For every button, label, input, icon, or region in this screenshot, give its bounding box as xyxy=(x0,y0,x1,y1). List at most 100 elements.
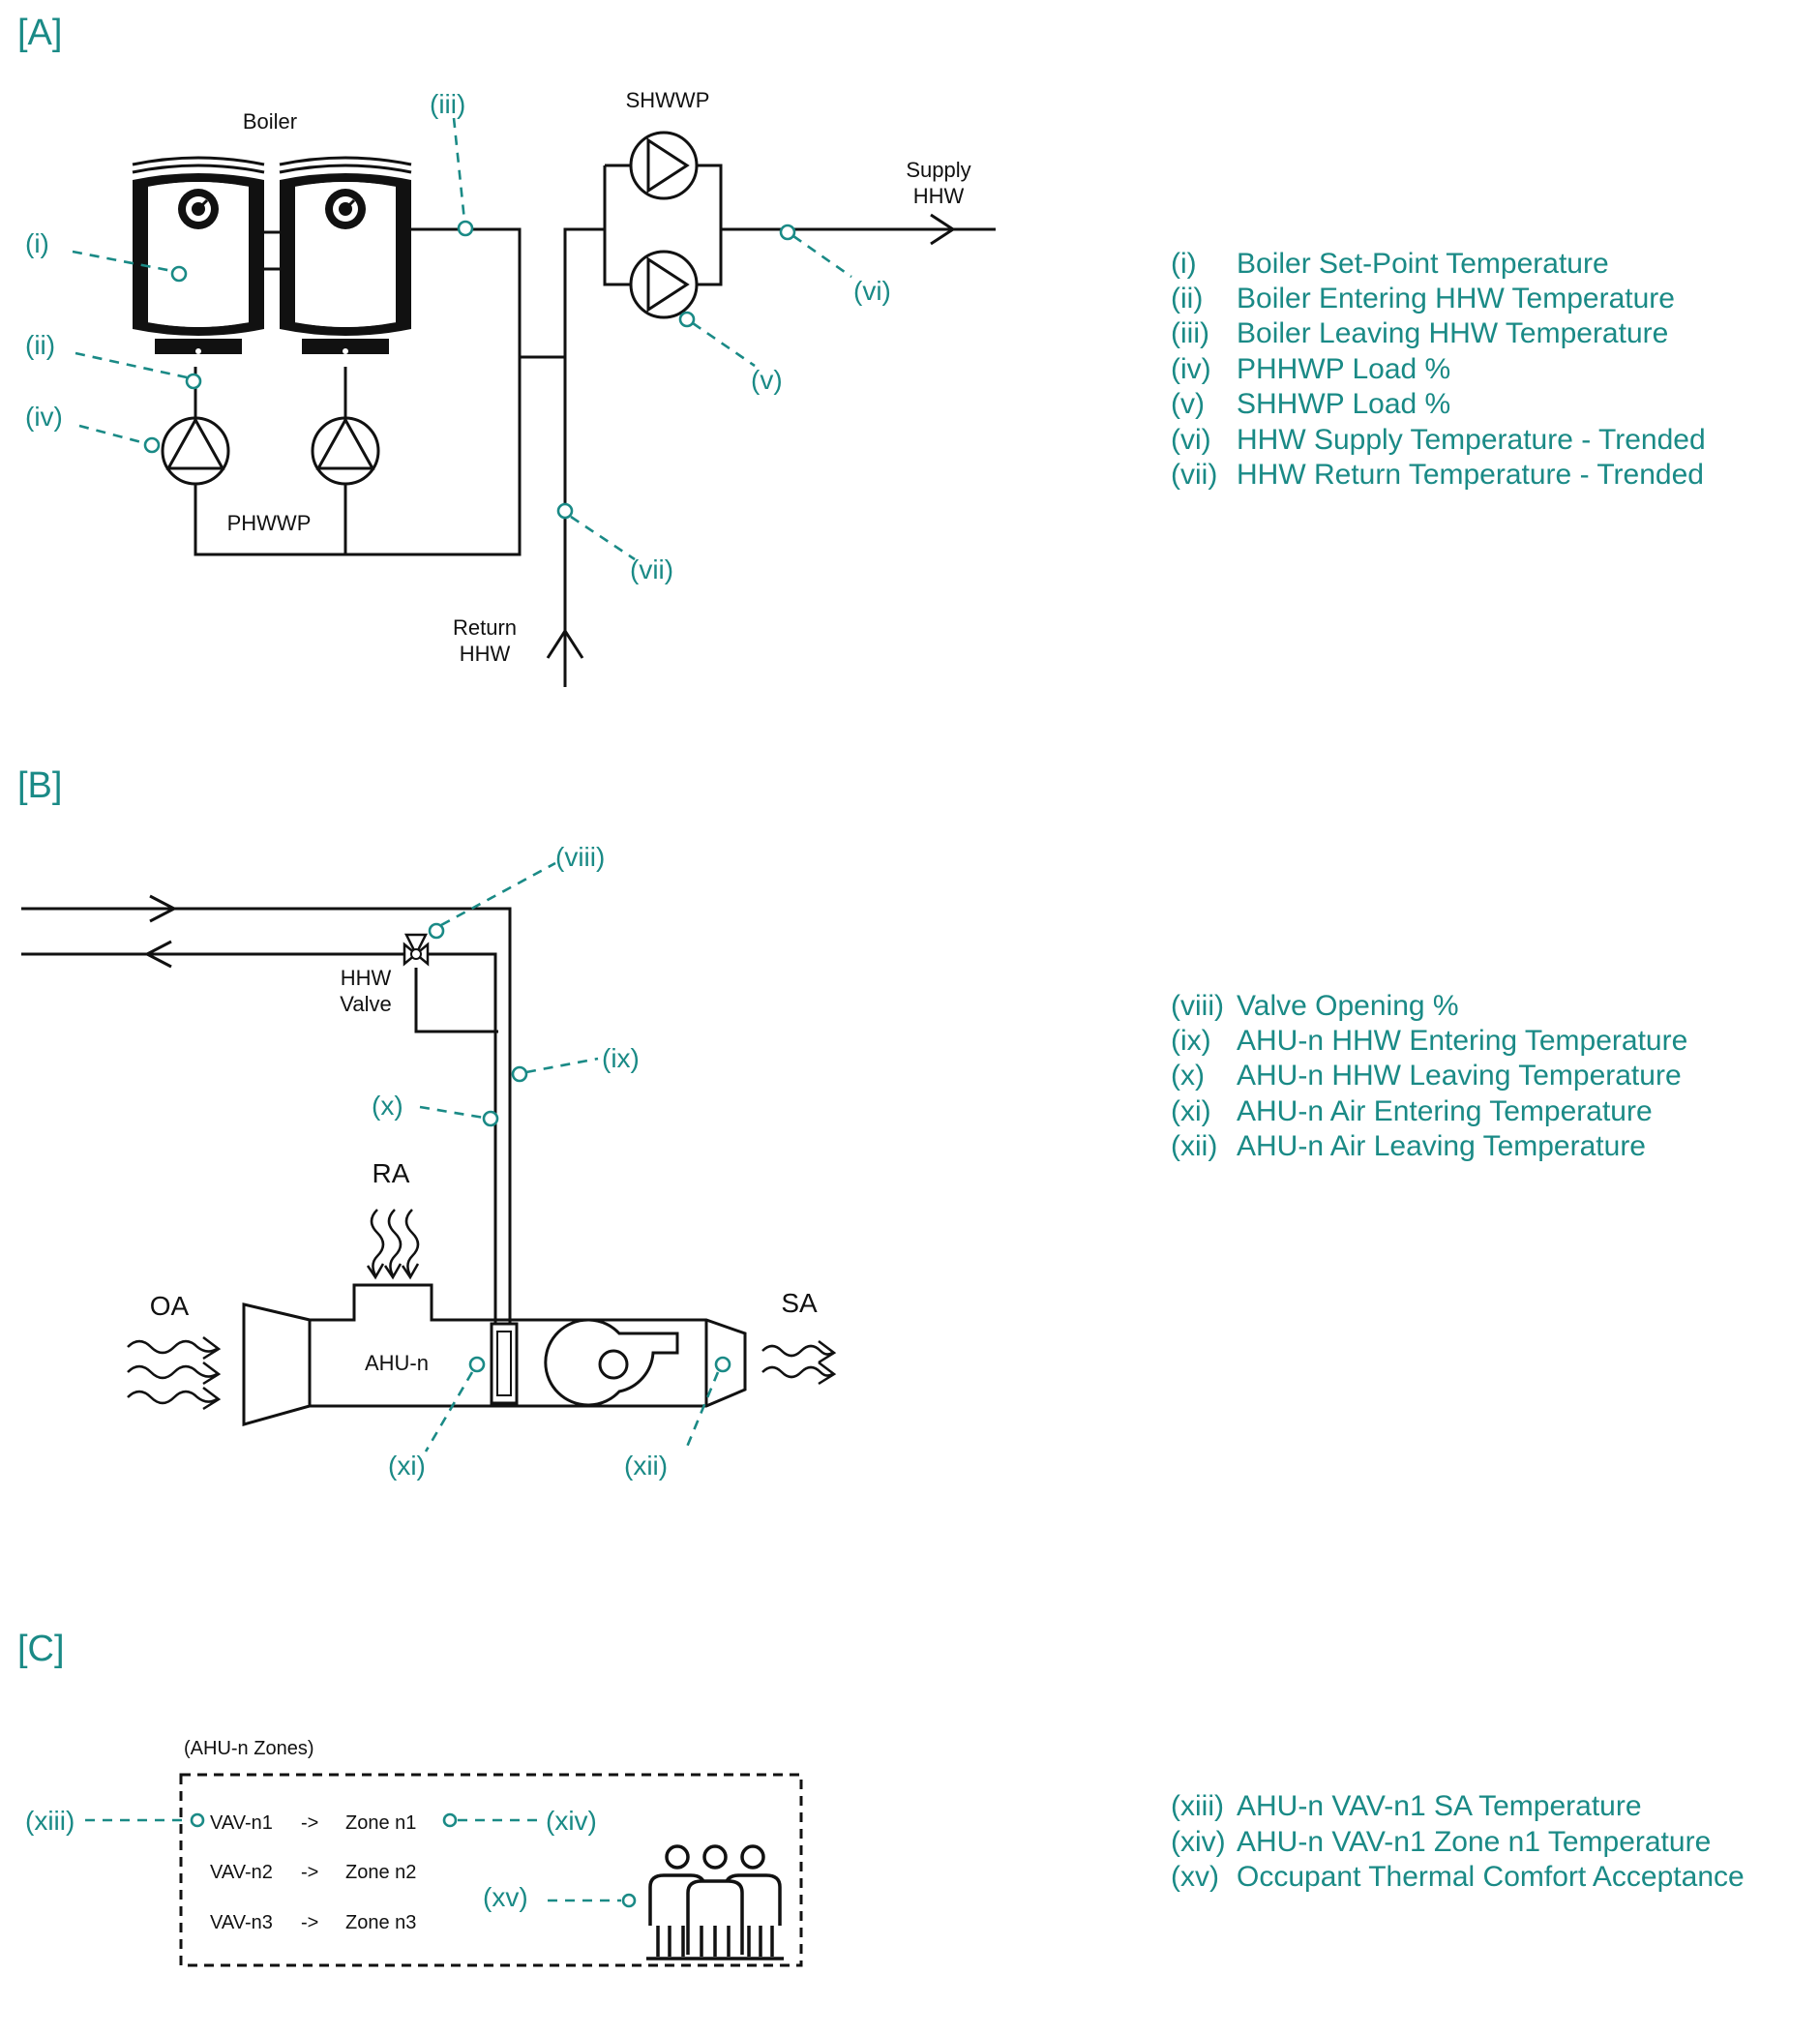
hhw-valve-label-line1: HHW xyxy=(341,966,392,990)
hhw-valve-label-line2: Valve xyxy=(340,992,391,1016)
legend-b-item-1-text: Valve Opening % xyxy=(1237,990,1459,1022)
zone-row-2-arrow: -> xyxy=(301,1862,318,1883)
callout-xi-label: (xi) xyxy=(388,1451,426,1481)
legend-a-item-5-text: SHHWP Load % xyxy=(1237,388,1450,420)
legend-b-item-3-text: AHU-n HHW Leaving Temperature xyxy=(1237,1060,1682,1092)
legend-a-item-1-num: (i) xyxy=(1171,248,1197,280)
hhw-valve-icon xyxy=(403,933,430,967)
callout-iv: (iv) xyxy=(25,402,161,454)
legend-c-item-1-text: AHU-n VAV-n1 SA Temperature xyxy=(1237,1790,1642,1822)
legend-b-item-5-num: (xii) xyxy=(1171,1130,1217,1162)
callout-xiii: (xiii) xyxy=(25,1806,205,1836)
ahu-label: AHU-n xyxy=(365,1351,429,1375)
boiler-gauge-icon-1 xyxy=(178,189,219,229)
callout-xii: (xii) xyxy=(624,1356,731,1481)
zones-title: (AHU-n Zones) xyxy=(184,1738,313,1759)
callout-xii-label: (xii) xyxy=(624,1451,668,1481)
callout-xv-label: (xv) xyxy=(483,1882,528,1912)
section-b-tag: [B] xyxy=(17,765,62,806)
legend-b-item-4-num: (xi) xyxy=(1171,1095,1211,1127)
occupants-icon xyxy=(646,1844,784,1960)
callout-x-label: (x) xyxy=(372,1091,403,1121)
zones-box xyxy=(179,1773,803,1967)
zone-row-1-arrow: -> xyxy=(301,1812,318,1834)
legend-b-item-1-num: (viii) xyxy=(1171,990,1224,1022)
legend-a-item-4-num: (iv) xyxy=(1171,353,1211,385)
boiler-unit-1 xyxy=(132,156,265,354)
section-b: [B] HHW Valve AHU-n RA xyxy=(17,765,837,1481)
legend-c: (xiii) AHU-n VAV-n1 SA Temperature (xiv)… xyxy=(1171,1790,1745,1893)
callout-xv: (xv) xyxy=(483,1882,637,1912)
legend-a-item-4-text: PHHWP Load % xyxy=(1237,353,1450,385)
secondary-pump-icon-1 xyxy=(629,131,699,200)
primary-pump-icon-2 xyxy=(311,416,380,486)
section-a-tag: [A] xyxy=(17,13,62,53)
primary-pump-icon-1 xyxy=(161,416,230,486)
callout-vi-label: (vi) xyxy=(853,276,891,306)
legend-c-item-2-text: AHU-n VAV-n1 Zone n1 Temperature xyxy=(1237,1826,1711,1858)
boiler-label: Boiler xyxy=(243,109,297,134)
legend-b-item-4-text: AHU-n Air Entering Temperature xyxy=(1237,1095,1653,1127)
legend-c-item-3-text: Occupant Thermal Comfort Acceptance xyxy=(1237,1861,1745,1893)
callout-i: (i) xyxy=(25,228,188,283)
callout-ii-label: (ii) xyxy=(25,330,55,360)
callout-viii-label: (viii) xyxy=(555,842,605,872)
oa-label: OA xyxy=(150,1291,190,1321)
zone-row-2-zone: Zone n2 xyxy=(345,1862,416,1883)
callout-iii-label: (iii) xyxy=(430,89,465,119)
legend-b-item-3-num: (x) xyxy=(1171,1060,1205,1092)
supply-air-arrows-icon xyxy=(761,1340,837,1386)
legend-a: (i) Boiler Set-Point Temperature (ii) Bo… xyxy=(1171,248,1706,491)
shwwp-label: SHWWP xyxy=(626,88,710,112)
return-air-arrows-icon xyxy=(366,1209,420,1280)
legend-b: (viii) Valve Opening % (ix) AHU-n HHW En… xyxy=(1171,990,1687,1162)
callout-vi: (vi) xyxy=(779,224,891,306)
return-hhw-label-line2: HHW xyxy=(460,642,511,666)
legend-c-item-3-num: (xv) xyxy=(1171,1861,1219,1893)
legend-a-item-2-text: Boiler Entering HHW Temperature xyxy=(1237,283,1675,314)
legend-c-item-1-num: (xiii) xyxy=(1171,1790,1224,1822)
callout-viii: (viii) xyxy=(428,842,605,940)
callout-ix: (ix) xyxy=(511,1043,640,1083)
outside-air-arrows-icon xyxy=(127,1336,222,1411)
callout-i-label: (i) xyxy=(25,228,49,258)
zone-row-1-zone: Zone n1 xyxy=(345,1812,416,1834)
callout-vii: (vii) xyxy=(556,502,673,584)
section-a: [A] xyxy=(17,13,996,687)
legend-a-item-6-num: (vi) xyxy=(1171,424,1211,456)
sa-label: SA xyxy=(781,1288,818,1318)
supply-hhw-label-line1: Supply xyxy=(906,158,970,182)
boiler-unit-2 xyxy=(279,156,412,354)
legend-a-item-5-num: (v) xyxy=(1171,388,1205,420)
callout-xi: (xi) xyxy=(388,1356,486,1481)
callout-v: (v) xyxy=(678,311,783,395)
zone-row-3-zone: Zone n3 xyxy=(345,1912,416,1933)
ra-label: RA xyxy=(373,1158,410,1188)
secondary-pump-icon-2 xyxy=(629,250,699,319)
legend-a-item-3-text: Boiler Leaving HHW Temperature xyxy=(1237,317,1668,349)
legend-a-item-7-text: HHW Return Temperature - Trended xyxy=(1237,459,1704,491)
legend-a-item-6-text: HHW Supply Temperature - Trended xyxy=(1237,424,1706,456)
callout-xiv-label: (xiv) xyxy=(546,1806,597,1836)
section-c: [C] (AHU-n Zones) VAV-n1 -> Zone n1 VAV-… xyxy=(17,1629,803,1967)
callout-x: (x) xyxy=(372,1091,499,1127)
legend-a-item-3-num: (iii) xyxy=(1171,317,1209,349)
callout-v-label: (v) xyxy=(751,365,783,395)
return-hhw-label-line1: Return xyxy=(453,615,517,640)
legend-b-item-2-text: AHU-n HHW Entering Temperature xyxy=(1237,1025,1687,1057)
callout-xiv: (xiv) xyxy=(442,1806,597,1836)
zone-row-3-arrow: -> xyxy=(301,1912,318,1933)
legend-a-item-7-num: (vii) xyxy=(1171,459,1217,491)
zone-row-3-vav: VAV-n3 xyxy=(210,1912,273,1933)
phwwp-label: PHWWP xyxy=(227,511,312,535)
callout-iv-label: (iv) xyxy=(25,402,63,432)
legend-a-item-1-text: Boiler Set-Point Temperature xyxy=(1237,248,1609,280)
fan-icon xyxy=(544,1318,679,1407)
zone-row-2-vav: VAV-n2 xyxy=(210,1862,273,1883)
boiler-gauge-icon-2 xyxy=(325,189,366,229)
section-c-tag: [C] xyxy=(17,1629,65,1669)
callout-ii: (ii) xyxy=(25,330,202,390)
legend-b-item-5-text: AHU-n Air Leaving Temperature xyxy=(1237,1130,1646,1162)
supply-hhw-label-line2: HHW xyxy=(913,184,965,208)
